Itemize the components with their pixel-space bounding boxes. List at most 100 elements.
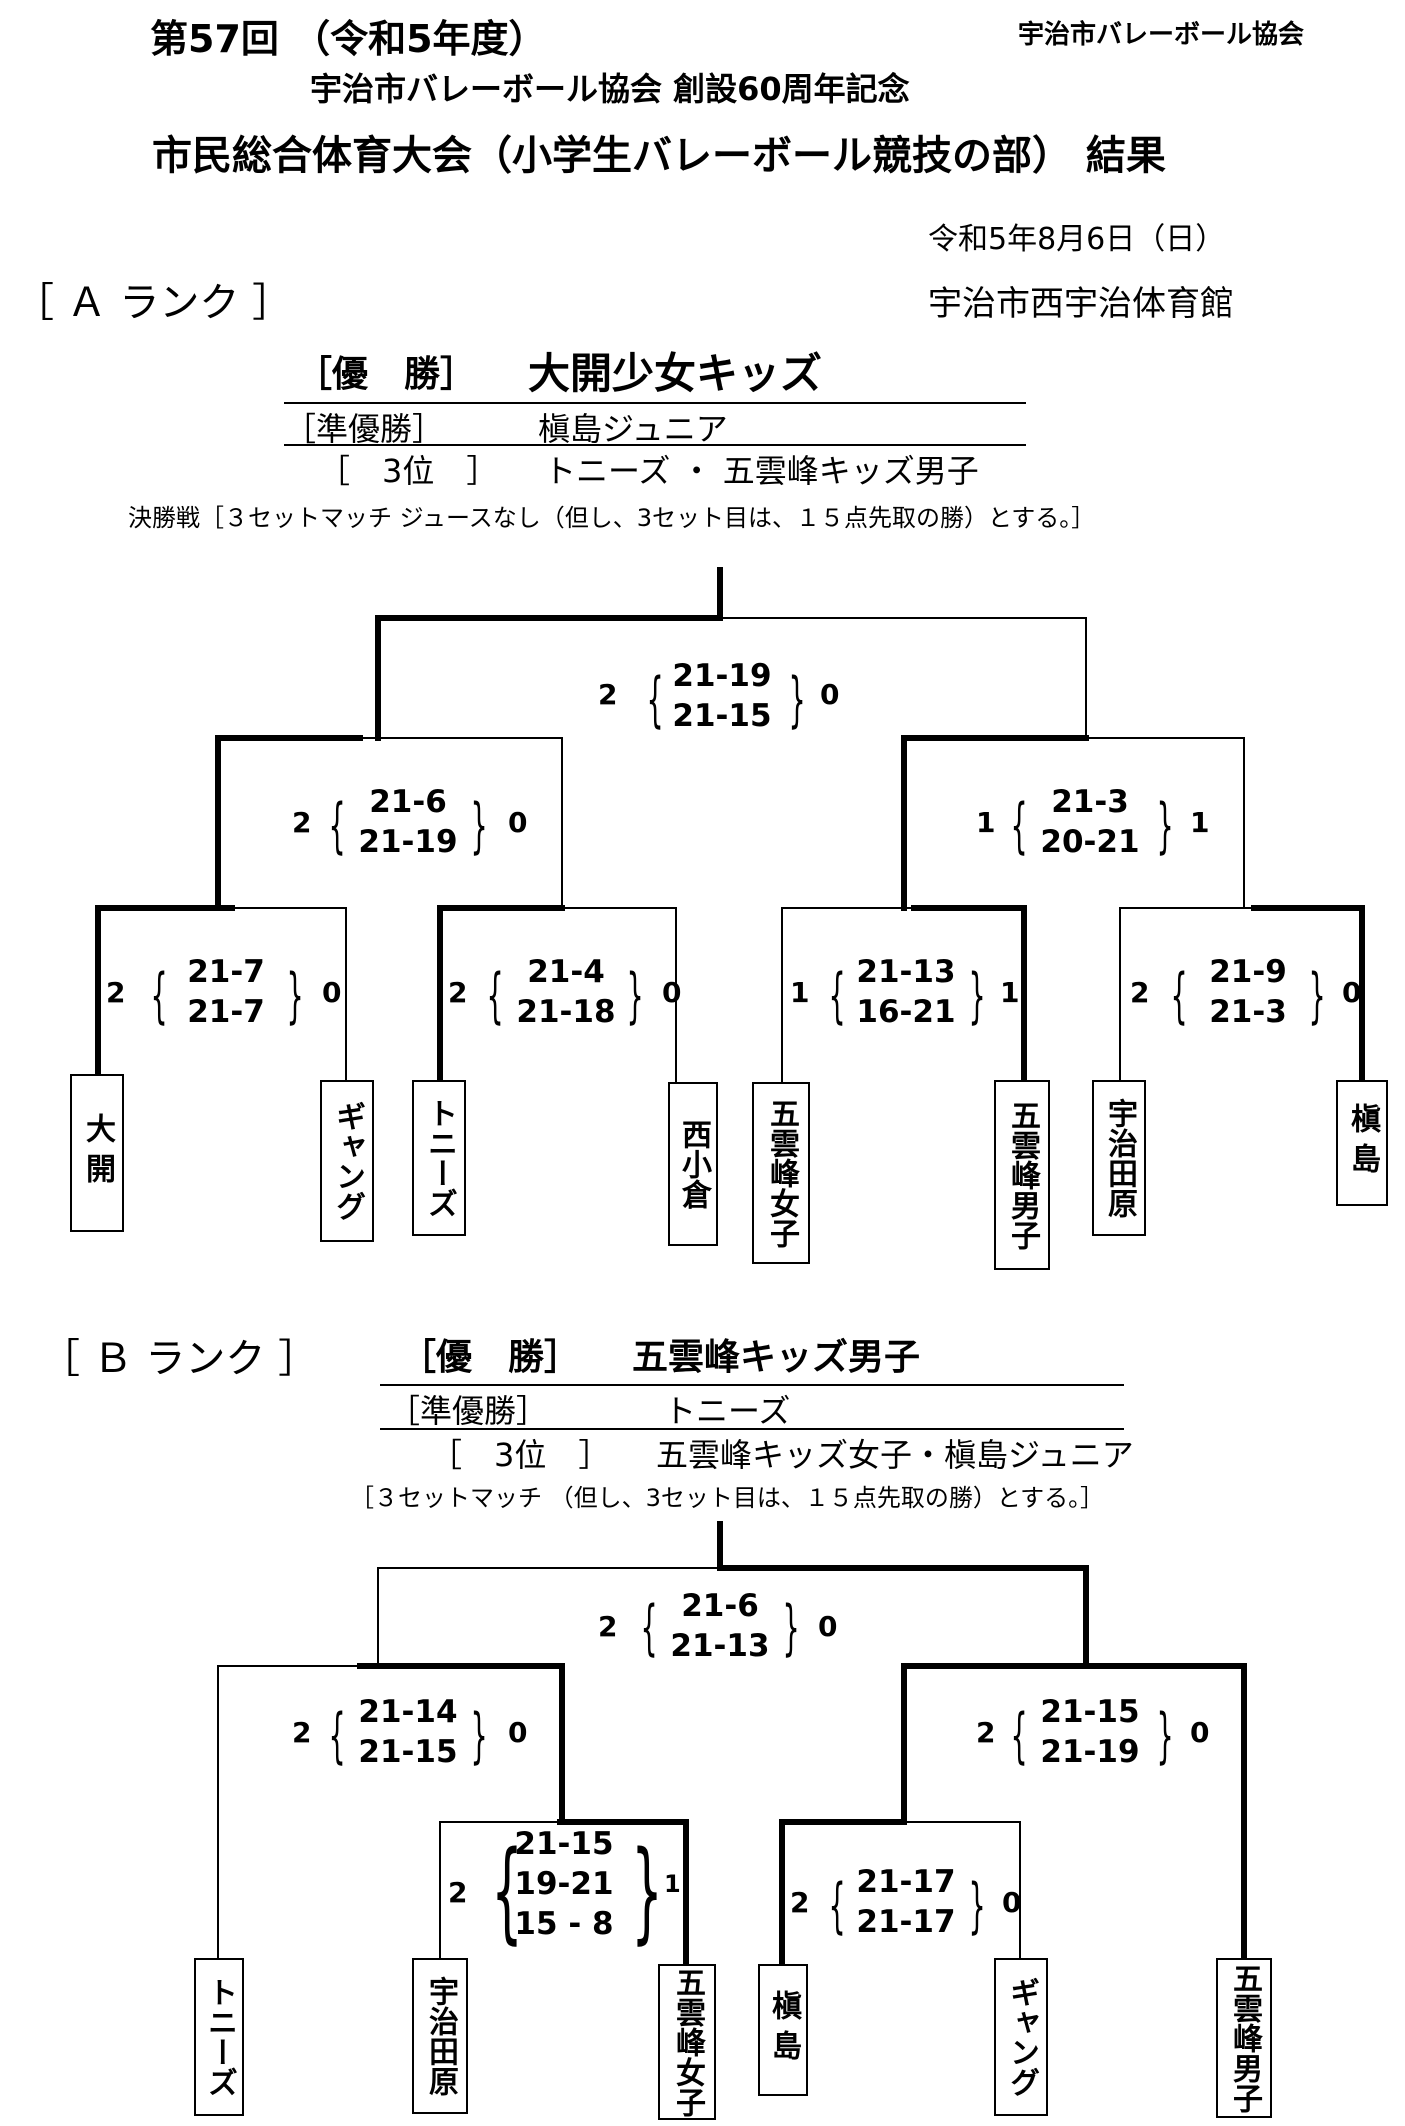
score-a-final-right: 0 [820, 678, 840, 711]
score-a-sf2-left: 1 [976, 806, 996, 839]
page-title: 市民総合体育大会（小学生バレーボール競技の部） 結果 [152, 133, 1166, 179]
bracket-b-final [377, 1567, 721, 1667]
score-b-q1-set2: 19-21 [514, 1866, 614, 1902]
score-a-sf2-set2: 20-21 [1040, 824, 1140, 860]
score-a-final-set2: 21-15 [672, 698, 772, 734]
brace-close: } [631, 1827, 663, 1955]
score-a-final-set1: 21-19 [672, 658, 772, 694]
divider [380, 1428, 1124, 1430]
score-b-sf2-left: 2 [976, 1716, 996, 1749]
score-a-r1-3-left: 1 [790, 976, 810, 1009]
brace-close: } [788, 665, 806, 735]
brace-open: { [1170, 961, 1188, 1031]
team-box-b-1: トニーズ [194, 1958, 244, 2116]
bracket-b-q2 [779, 1819, 907, 1967]
bracket-a-sf-2b [1085, 737, 1245, 909]
brace-close: } [1156, 1701, 1174, 1771]
score-a-final-left: 2 [598, 678, 618, 711]
score-a-r1-2-right: 0 [662, 976, 682, 1009]
team-box-a-4: 西小倉 [668, 1082, 718, 1246]
score-a-sf2-right: 1 [1190, 806, 1210, 839]
bracket-a-final-b [719, 617, 1087, 739]
team-box-a-7: 宇治田原 [1092, 1080, 1146, 1236]
bracket-a-r1-4b [1251, 905, 1365, 1083]
rank-a-runner: 槇島ジュニア [538, 410, 728, 448]
team-box-a-3: トニーズ [412, 1080, 466, 1236]
team-box-b-2: 宇治田原 [412, 1958, 468, 2114]
brace-close: } [782, 1593, 800, 1663]
score-b-final-left: 2 [598, 1610, 618, 1643]
team-box-a-5: 五雲峰女子 [752, 1082, 810, 1264]
score-b-sf1-set2: 21-15 [358, 1734, 458, 1770]
score-b-sf1-left: 2 [292, 1716, 312, 1749]
brace-close: } [1156, 791, 1174, 861]
rank-a-winner: 大開少女キッズ [528, 349, 823, 398]
rank-a-third-label: ［ 3位 ］ [318, 452, 499, 490]
score-a-sf2-set1: 21-3 [1051, 784, 1129, 820]
bracket-b-q1b [557, 1819, 689, 1967]
bracket-a-final [375, 567, 723, 741]
anniversary-line: 宇治市バレーボール協会 創設60周年記念 [310, 70, 910, 108]
bracket-a-sf-2 [901, 735, 1089, 911]
event-date: 令和5年8月6日（日） [928, 222, 1226, 257]
rank-a-runner-label: ［準優勝］ [284, 410, 445, 448]
brace-open: { [486, 961, 504, 1031]
team-box-b-6: 五雲峰男子 [1216, 1958, 1272, 2118]
bracket-a-sf-1 [215, 735, 363, 911]
bracket-a-r1-1 [95, 905, 235, 1077]
score-a-r1-3-right: 1 [1000, 976, 1020, 1009]
bracket-b-sf-1 [217, 1665, 361, 1959]
rank-a-label: ［ Ａ ランク ］ [14, 280, 293, 326]
rank-b-runner-label: ［準優勝］ [388, 1392, 549, 1430]
brace-open: { [1010, 1701, 1028, 1771]
bracket-b-sf-2b [1083, 1663, 1247, 1961]
event-venue: 宇治市西宇治体育館 [928, 284, 1234, 324]
score-a-r1-1-set2: 21-7 [187, 994, 265, 1030]
score-b-final-set1: 21-6 [681, 1588, 759, 1624]
rank-b-rule: ［３セットマッチ （但し、3セット目は、１５点先取の勝）とする。］ [350, 1484, 1105, 1512]
score-a-r1-4-set1: 21-9 [1209, 954, 1287, 990]
rank-b-third: 五雲峰キッズ女子・槇島ジュニア [656, 1436, 1134, 1474]
score-b-sf2-right: 0 [1190, 1716, 1210, 1749]
bracket-a-r1-3 [781, 907, 915, 1083]
rank-b-winner-label: ［優 勝］ [400, 1337, 581, 1378]
team-box-b-5: ギャング [994, 1958, 1048, 2116]
divider [284, 402, 1026, 404]
brace-open: { [150, 961, 168, 1031]
brace-close: } [626, 961, 644, 1031]
score-a-sf1-set2: 21-19 [358, 824, 458, 860]
score-b-sf1-set1: 21-14 [358, 1694, 458, 1730]
score-a-r1-2-left: 2 [448, 976, 468, 1009]
score-b-sf1-right: 0 [508, 1716, 528, 1749]
brace-close: } [1308, 961, 1326, 1031]
bracket-b-sf-2 [901, 1663, 1089, 1825]
bracket-a-r1-2b [561, 907, 677, 1083]
score-b-q2-right: 0 [1002, 1886, 1022, 1919]
bracket-a-r1-2 [437, 905, 565, 1083]
brace-open: { [640, 1593, 658, 1663]
score-b-q2-set2: 21-17 [856, 1904, 956, 1940]
score-b-sf2-set2: 21-19 [1040, 1734, 1140, 1770]
team-box-a-8: 槇島 [1336, 1080, 1388, 1206]
score-a-r1-4-set2: 21-3 [1209, 994, 1287, 1030]
bracket-a-r1-4 [1119, 907, 1255, 1081]
edition-title: 第57回 （令和5年度） [150, 17, 547, 61]
brace-close: } [470, 1701, 488, 1771]
bracket-b-final-c [717, 1565, 1089, 1669]
brace-open: { [491, 1827, 523, 1955]
brace-close: } [968, 961, 986, 1031]
bracket-a-r1-3b [911, 905, 1027, 1083]
rank-b-label: ［ Ｂ ランク ］ [40, 1336, 319, 1382]
score-b-q1-right: 1 [664, 1870, 681, 1898]
divider [380, 1384, 1124, 1386]
team-box-b-4: 槇島 [758, 1964, 808, 2096]
score-a-sf1-left: 2 [292, 806, 312, 839]
score-a-r1-1-left: 2 [106, 976, 126, 1009]
score-b-q1-left: 2 [448, 1876, 468, 1909]
divider [284, 444, 1026, 446]
score-b-final-right: 0 [818, 1610, 838, 1643]
bracket-b-q2b [903, 1821, 1021, 1959]
score-a-r1-3-set2: 16-21 [856, 994, 956, 1030]
score-b-final-set2: 21-13 [670, 1628, 770, 1664]
